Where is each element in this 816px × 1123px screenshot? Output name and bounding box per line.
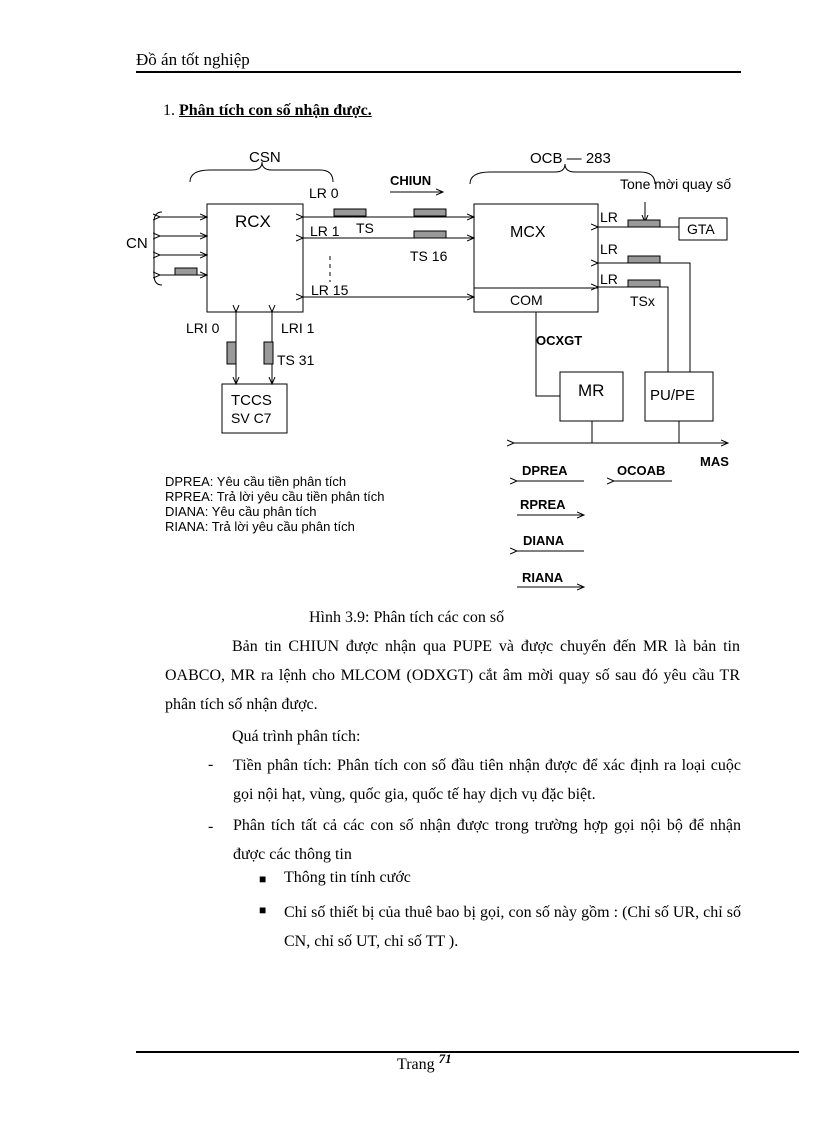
diana-label: DIANA	[523, 533, 565, 548]
rprea-label: RPREA	[520, 497, 566, 512]
lr0-label: LR 0	[309, 185, 339, 201]
lr1-label: LR 1	[310, 223, 340, 239]
header-rule	[136, 71, 741, 73]
lr-label-b: LR	[600, 241, 618, 257]
legend: DPREA: Yêu cầu tiền phân tích RPREA: Trả…	[165, 474, 385, 534]
section-number: 1.	[163, 102, 175, 119]
ts-block	[413, 230, 447, 239]
tone-label: Tone mời quay số	[620, 176, 731, 192]
chiun-label: CHIUN	[390, 173, 431, 188]
ts-block	[263, 341, 274, 365]
gta-box	[678, 217, 728, 241]
legend-item: DIANA: Yêu cầu phân tích	[165, 504, 317, 519]
figure-caption: Hình 3.9: Phân tích các con số	[309, 609, 505, 626]
sub-item-charging: Thông tin tính cước	[284, 869, 411, 886]
ts-block	[627, 279, 661, 288]
gta-label: GTA	[687, 221, 715, 237]
ts-block	[627, 255, 661, 264]
lr-label-a: LR	[600, 209, 618, 225]
ts16-label: TS 16	[410, 248, 448, 264]
ocb-brace	[469, 163, 656, 185]
ocxgt-label: OCXGT	[536, 333, 582, 348]
mcx-label: MCX	[510, 224, 546, 241]
body-paragraph: Bản tin CHIUN được nhận qua PUPE và được…	[165, 638, 740, 713]
com-label: COM	[510, 292, 543, 308]
section-title: Phân tích con số nhận được.	[179, 102, 372, 119]
tccs-label: TCCS	[231, 392, 272, 409]
list-item-preanalysis: Tiền phân tích: Phân tích con số đầu tiê…	[233, 757, 741, 803]
lr-label-c: LR	[600, 271, 618, 287]
ocoab-label: OCOAB	[617, 463, 665, 478]
ts-block	[333, 208, 367, 217]
call-analysis-diagram: CSN OCB — 283 Tone mời quay số CHIUN RCX…	[126, 149, 731, 600]
tsx-label: TSx	[630, 293, 655, 309]
ocb-label: OCB — 283	[530, 150, 611, 167]
ts-block	[174, 267, 198, 276]
cn-label: CN	[126, 235, 148, 252]
legend-item: DPREA: Yêu cầu tiền phân tích	[165, 474, 347, 489]
riana-label: RIANA	[522, 570, 564, 585]
page-header-title: Đồ án tốt nghiệp	[136, 50, 250, 69]
analysis-intro: Quá trình phân tích:	[232, 728, 361, 745]
section-heading: 1. Phân tích con số nhận được.	[163, 102, 372, 120]
bullet-marker: ■	[259, 872, 267, 886]
footer-label: Trang	[397, 1056, 435, 1073]
list-item-analysis: Phân tích tất cả các con số nhận được tr…	[233, 817, 741, 863]
tccs-box	[221, 383, 288, 434]
sub-item-equipment-index: Chỉ số thiết bị của thuê bao bị gọi, con…	[284, 904, 741, 950]
lr15-label: LR 15	[311, 282, 349, 298]
dprea-label: DPREA	[522, 463, 568, 478]
ts-block	[226, 341, 237, 365]
dash-marker: -	[208, 756, 214, 773]
ts-block	[627, 219, 661, 228]
mr-label: MR	[578, 381, 604, 400]
pupe-label: PU/PE	[650, 387, 695, 404]
footer-rule	[136, 1051, 799, 1053]
cn-bracket	[153, 211, 163, 286]
svc7-label: SV C7	[231, 410, 272, 426]
mas-label: MAS	[700, 454, 729, 469]
bullet-marker: ■	[259, 903, 267, 917]
legend-item: RIANA: Trả lời yêu cầu phân tích	[165, 519, 355, 534]
csn-brace	[189, 161, 334, 183]
lri1-label: LRI 1	[281, 320, 315, 336]
page-number: 71	[438, 1051, 452, 1066]
ts31-label: TS 31	[277, 352, 315, 368]
legend-item: RPREA: Trả lời yêu cầu tiền phân tích	[165, 489, 385, 504]
csn-label: CSN	[249, 149, 281, 166]
lri0-label: LRI 0	[186, 320, 220, 336]
rcx-label: RCX	[235, 212, 271, 231]
ts-block	[413, 208, 447, 217]
ts-label: TS	[356, 220, 374, 236]
dash-marker: -	[208, 818, 214, 835]
